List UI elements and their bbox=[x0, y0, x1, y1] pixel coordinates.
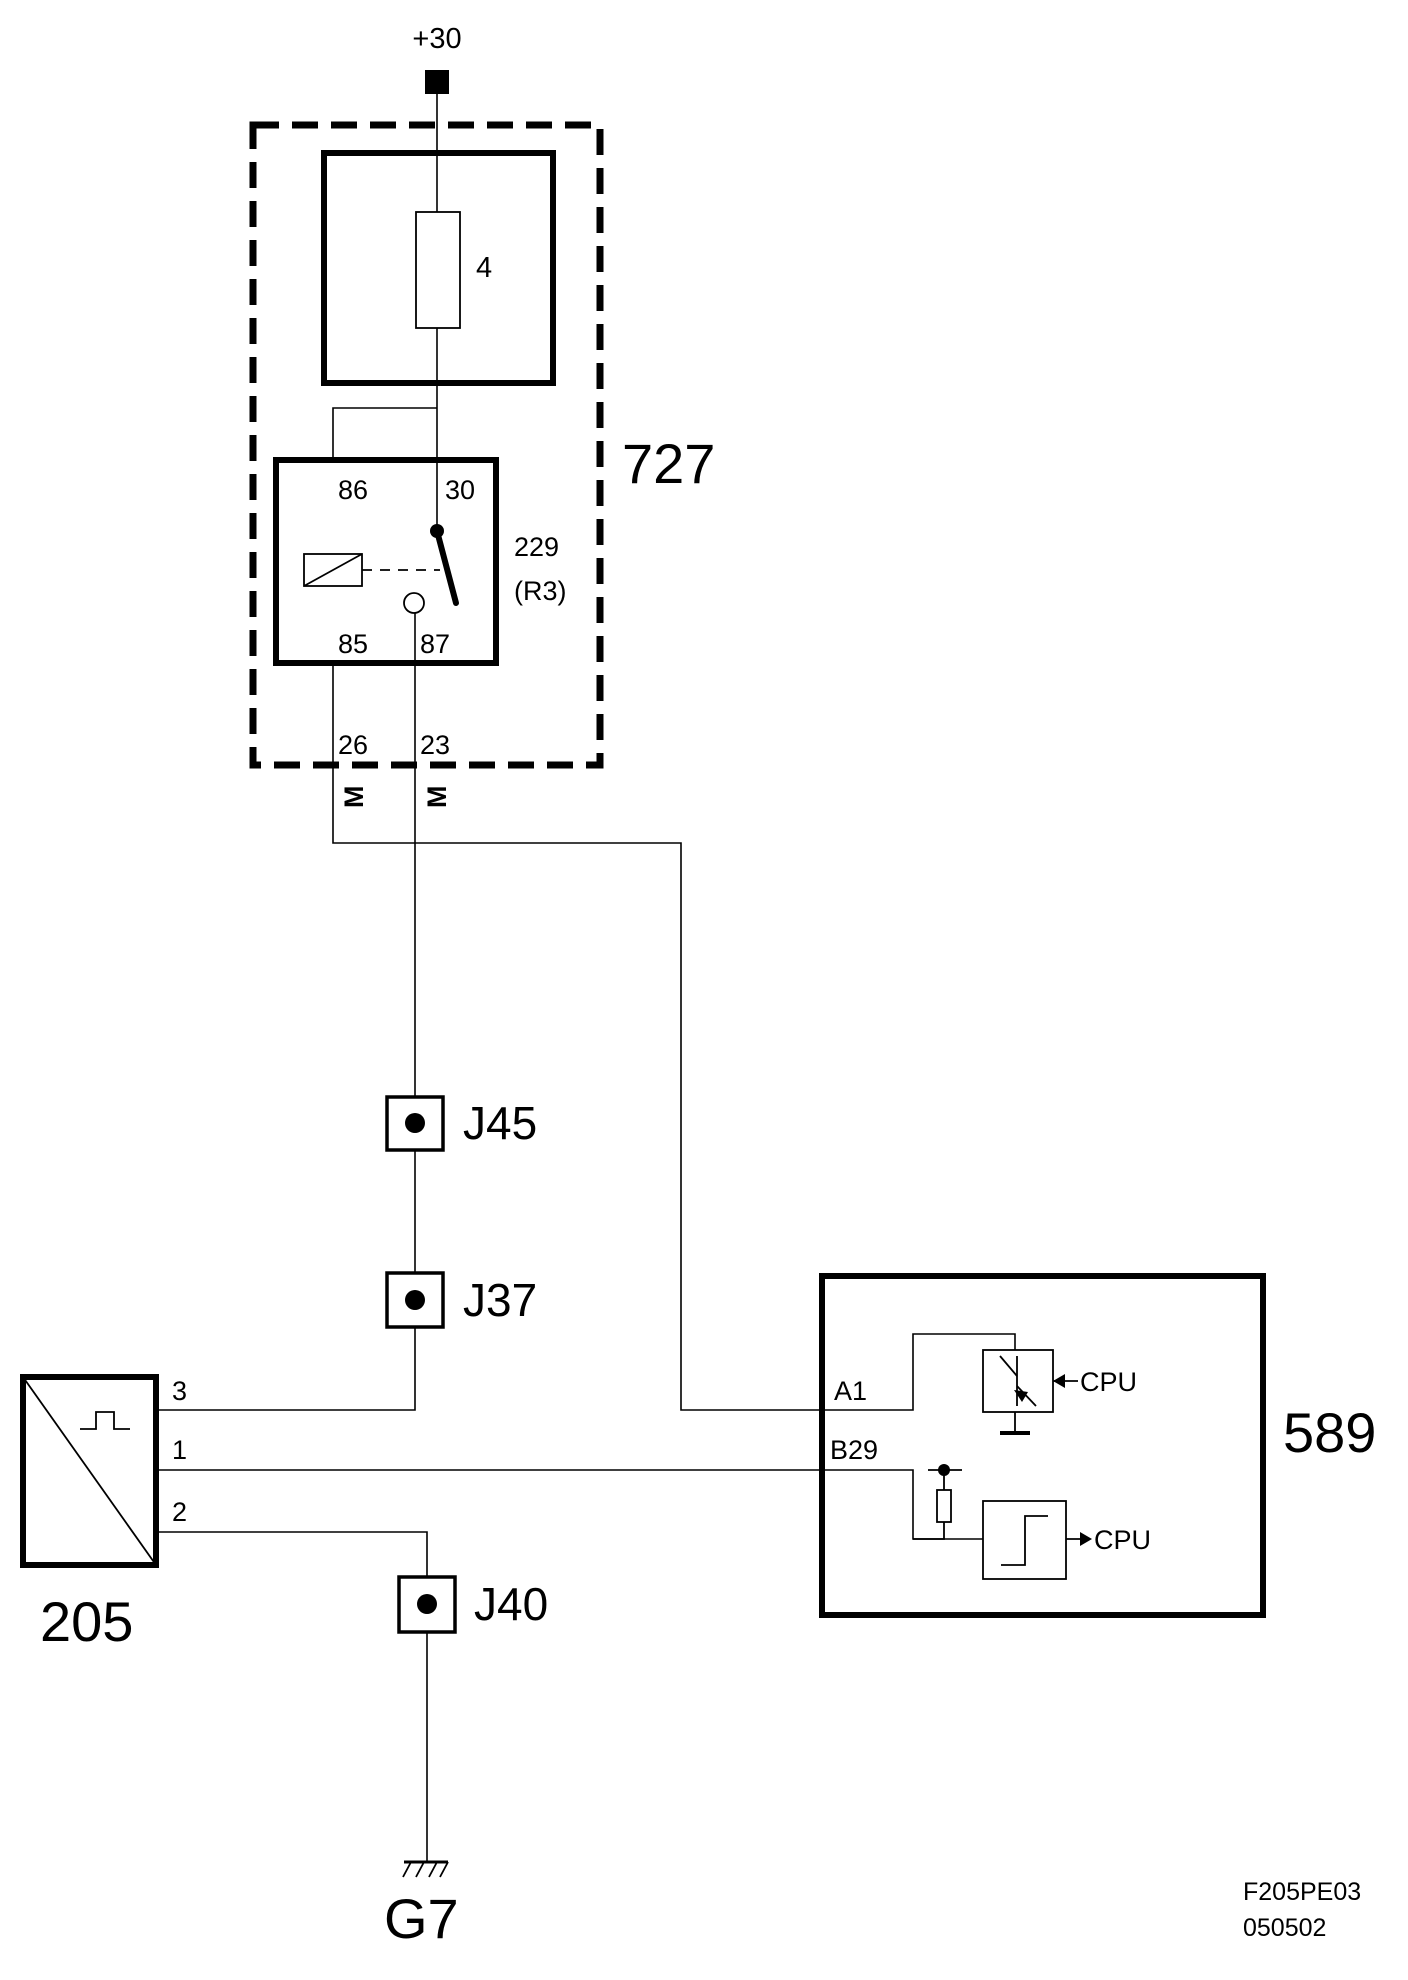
sensor-pin-3: 3 bbox=[172, 1376, 187, 1406]
box-terminals: 26 23 M M bbox=[338, 730, 452, 808]
connector-j37-box bbox=[385, 1271, 445, 1329]
ground-hatch-3 bbox=[428, 1861, 438, 1878]
ecu-589: 589 A1 B29 CPU CPU bbox=[819, 1273, 1376, 1618]
connector-j45-label: J45 bbox=[463, 1097, 537, 1149]
fuse-housing bbox=[321, 150, 556, 386]
relay-pin-87: 87 bbox=[420, 629, 450, 659]
connector-j37-label: J37 bbox=[463, 1274, 537, 1326]
relay-switch-blade bbox=[434, 528, 459, 606]
ecu-output-driver-box bbox=[982, 1349, 1054, 1413]
relay-pin-85: 85 bbox=[338, 629, 368, 659]
connector-j45-dot bbox=[405, 1113, 425, 1133]
supply-terminal-square bbox=[425, 70, 449, 94]
ecu-pin-b29: B29 bbox=[830, 1435, 878, 1465]
sensor-pin-2: 2 bbox=[172, 1497, 187, 1527]
connector-mark-23: M bbox=[422, 786, 452, 809]
wire-85-ecu-a1 bbox=[332, 663, 822, 1411]
connector-j40-dot bbox=[417, 1594, 437, 1614]
connector-mark-26: M bbox=[339, 786, 369, 809]
schmitt-trigger-icon bbox=[1001, 1515, 1048, 1566]
ecu-pin-a1: A1 bbox=[834, 1376, 867, 1406]
connector-j37-dot bbox=[405, 1290, 425, 1310]
ecu-housing bbox=[819, 1273, 1266, 1618]
drawing-code-line1: F205PE03 bbox=[1243, 1878, 1361, 1906]
sensor-housing bbox=[20, 1374, 159, 1568]
ecu-cpu-out-label: CPU bbox=[1080, 1367, 1137, 1397]
ecu-a1-internal-wire bbox=[822, 1333, 1016, 1411]
fuse-box-label: 727 bbox=[622, 432, 715, 495]
sensor-pin-1: 1 bbox=[172, 1435, 187, 1465]
sensor-label: 205 bbox=[40, 1590, 133, 1653]
ground-g7: G7 bbox=[384, 1860, 459, 1950]
sensor-205: 3 1 2 205 bbox=[20, 1374, 187, 1653]
pullup-wire-bottom bbox=[913, 1522, 945, 1540]
wire-j37-sensor3 bbox=[156, 1327, 416, 1411]
fuse-box-727: 727 bbox=[249, 121, 715, 769]
drawing-code-line2: 050502 bbox=[1243, 1914, 1326, 1942]
drawing-code: F205PE03 050502 bbox=[1243, 1878, 1361, 1942]
supply-label: +30 bbox=[412, 23, 461, 55]
fuse-symbol bbox=[415, 211, 461, 329]
connector-j40: J40 bbox=[397, 1575, 548, 1634]
relay-coil-diagonal bbox=[303, 553, 363, 587]
terminal-23: 23 bbox=[420, 730, 450, 760]
connector-j40-label: J40 bbox=[474, 1578, 548, 1630]
wire-sensor2-j40 bbox=[156, 1531, 428, 1577]
ground-hatch-2 bbox=[415, 1861, 425, 1878]
ecu-b29-internal-wire bbox=[822, 1469, 983, 1540]
supply-terminal: +30 bbox=[412, 23, 462, 94]
output-control-arrow bbox=[1053, 1374, 1065, 1388]
ecu-input-schmitt-box bbox=[982, 1500, 1067, 1580]
relay-pin-86: 86 bbox=[338, 475, 368, 505]
ecu-cpu-in-label: CPU bbox=[1094, 1525, 1151, 1555]
terminal-26: 26 bbox=[338, 730, 368, 760]
relay-pin-30: 30 bbox=[445, 475, 475, 505]
input-signal-arrow bbox=[1080, 1532, 1092, 1546]
relay-label: 229 bbox=[514, 532, 559, 562]
connector-j40-box bbox=[397, 1575, 457, 1634]
transistor-collector bbox=[999, 1355, 1018, 1377]
wire-feed-86 bbox=[332, 407, 437, 460]
transistor-emitter bbox=[1016, 1385, 1037, 1407]
ground-hatch-4 bbox=[439, 1861, 449, 1878]
fuse-box-dashed-outline bbox=[249, 121, 604, 769]
ground-hatch-1 bbox=[402, 1861, 412, 1878]
relay-229: 86 30 85 87 229 (R3) bbox=[273, 457, 567, 666]
sensor-diagonal bbox=[22, 1376, 157, 1566]
wires bbox=[156, 82, 822, 1862]
fuse-label: 4 bbox=[476, 252, 492, 284]
pulse-signal-icon bbox=[80, 1411, 130, 1430]
pullup-resistor bbox=[936, 1489, 952, 1523]
relay-contact-87 bbox=[403, 592, 425, 614]
transistor-emitter-arrow bbox=[1014, 1390, 1028, 1402]
ecu-label: 589 bbox=[1283, 1401, 1376, 1464]
connector-j45: J45 bbox=[385, 1095, 537, 1152]
ground-label: G7 bbox=[384, 1887, 459, 1950]
relay-sublabel: (R3) bbox=[514, 576, 567, 606]
fuse-4: 4 bbox=[321, 150, 556, 386]
relay-housing bbox=[273, 457, 499, 666]
connector-j37: J37 bbox=[385, 1271, 537, 1329]
